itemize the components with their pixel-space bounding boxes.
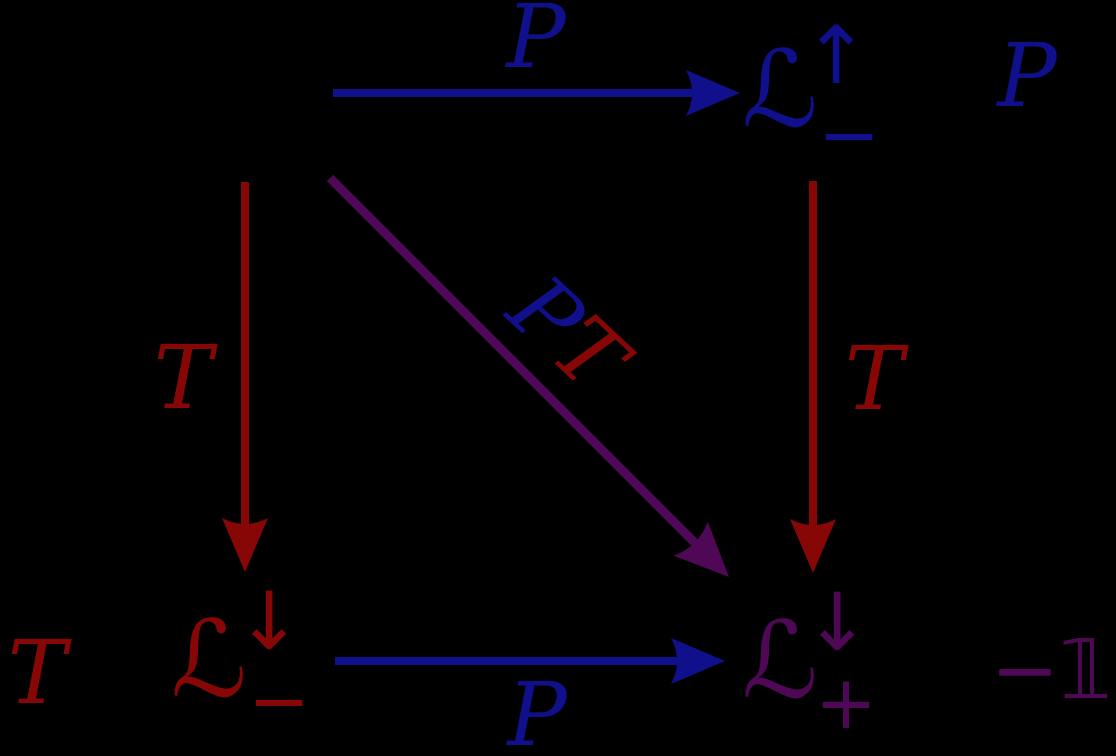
node-top-right-annotation-parity: P [997,24,1057,127]
node-bottom-right-symbol: ℒ [741,599,819,722]
parity-arrow-bottom [335,638,725,684]
node-top-right-subscript-minus: − [817,92,881,178]
node-bottom-left-subscript-minus: − [247,658,311,744]
node-bottom-right-subscript-plus: + [814,660,878,746]
node-bottom-right-annotation-eigenvalue: −𝟙 [990,623,1112,718]
node-bottom-left-annotation-time: T [7,621,67,724]
node-bottom-left-symbol: ℒ [170,598,248,721]
node-top-right-superscript-up-arrow-icon: ↑ [802,9,870,102]
time-arrow-right [790,181,836,573]
node-bottom-right-superscript-down-arrow-icon: ↓ [803,576,871,669]
parity-label-top: P [506,0,566,88]
time-arrow-left [222,182,268,572]
time-label-right: T [844,327,904,430]
parity-arrow-top [333,70,740,116]
node-bottom-left-superscript-down-arrow-icon: ↓ [235,575,303,668]
time-label-left: T [153,326,213,429]
node-top-right-symbol: ℒ [741,28,819,151]
parity-label-bottom: P [507,663,567,756]
pt-arrow-diagonal [326,174,729,577]
